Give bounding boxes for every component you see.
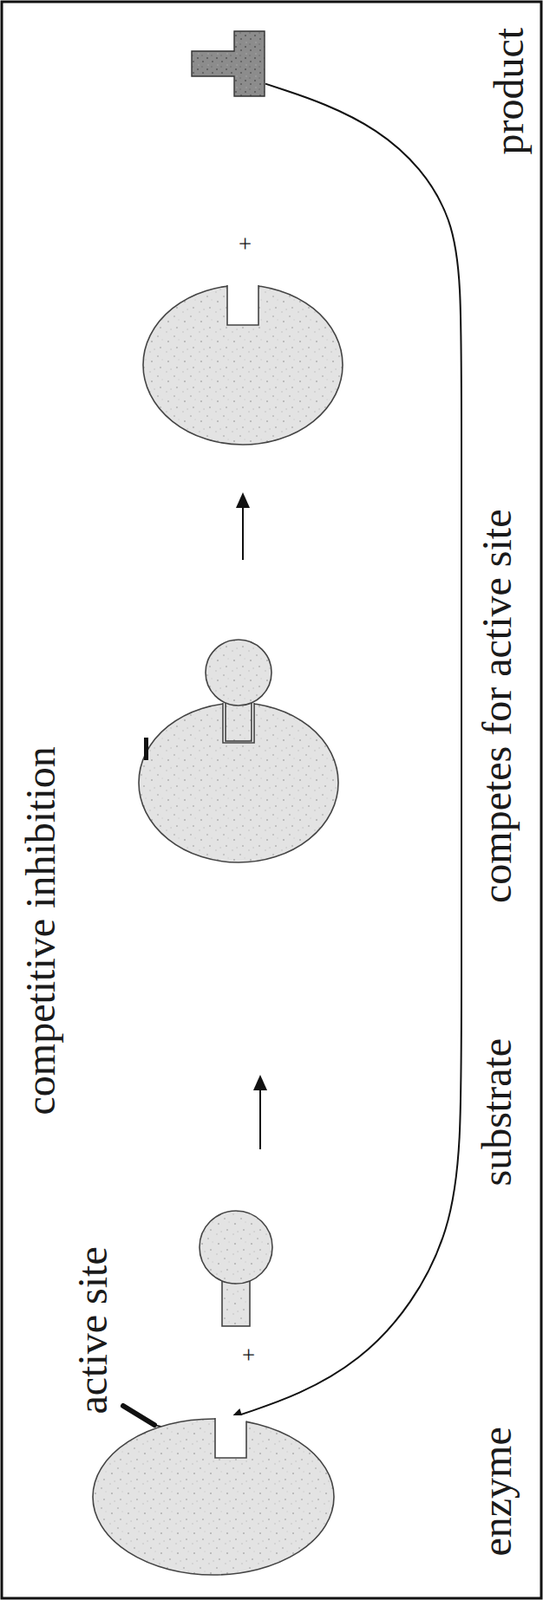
figure-title: competitive inhibition bbox=[19, 746, 63, 1116]
leader-line bbox=[123, 1406, 155, 1427]
figure-title-anchor: competitive inhibition bbox=[19, 746, 63, 1116]
part-name: enzyme bbox=[475, 1427, 519, 1558]
part-label-anchor: active site bbox=[71, 1247, 115, 1415]
enzyme-shape bbox=[91, 1419, 335, 1577]
product-shape: product bbox=[190, 30, 266, 98]
product-shape bbox=[190, 30, 266, 98]
reaction-arrowhead bbox=[253, 1075, 268, 1092]
part-name: substrate bbox=[475, 1039, 519, 1188]
edge-label-anchor: competes for active site bbox=[475, 506, 519, 908]
active-site-notch bbox=[227, 285, 259, 326]
substrate-shape bbox=[198, 1210, 274, 1328]
substrate-stem bbox=[222, 1282, 250, 1328]
substrate-shape bbox=[205, 640, 272, 707]
reaction-arrow bbox=[242, 504, 244, 561]
plus-sign-anchor: + bbox=[235, 1348, 262, 1363]
part-label: active site bbox=[71, 1247, 115, 1415]
competition-arrow bbox=[230, 84, 462, 1420]
edge-label: competes for active site bbox=[475, 506, 519, 908]
enzyme-shape: enzyme bbox=[91, 1419, 335, 1577]
substrate-shape: substrate bbox=[198, 1210, 274, 1328]
plus-sign: + bbox=[232, 236, 258, 251]
active-site-notch bbox=[215, 1419, 247, 1459]
reaction-arrowhead bbox=[235, 492, 250, 509]
active-site-notch bbox=[215, 1416, 247, 1459]
enzyme-outline bbox=[92, 1419, 334, 1577]
active-site-notch bbox=[227, 283, 259, 326]
plus-sign: + bbox=[235, 1348, 262, 1363]
product-outline bbox=[191, 31, 265, 97]
plus-sign-anchor: + bbox=[232, 236, 258, 251]
charge-mark bbox=[143, 738, 149, 761]
substrate-outline bbox=[199, 1211, 273, 1285]
part-name: product bbox=[487, 27, 531, 156]
reaction-arrow bbox=[259, 1087, 262, 1151]
